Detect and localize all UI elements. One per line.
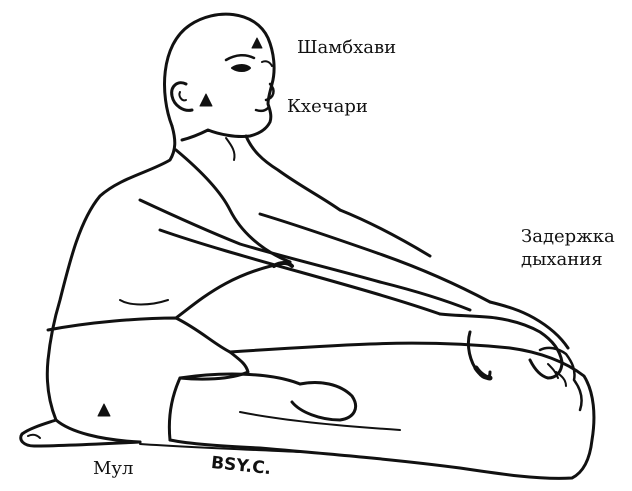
shambhavi-marker-icon [252, 38, 262, 48]
shorts [48, 318, 248, 440]
eye-brow [226, 55, 254, 60]
khechari-marker-icon [200, 94, 212, 106]
label-breath-retention-line2: дыхания [521, 249, 615, 272]
label-khechari: Кхечари [287, 96, 368, 119]
mul-marker-icon [98, 404, 110, 416]
torso [47, 360, 140, 442]
mouth [256, 108, 268, 111]
head-outline [165, 14, 275, 140]
hands [440, 302, 568, 378]
ear [172, 83, 192, 111]
eye [232, 65, 250, 71]
knee [292, 383, 356, 421]
label-breath-retention-line1: Задержка [521, 226, 615, 249]
label-mul: Мул [93, 458, 133, 481]
label-breath-retention: Задержка дыхания [521, 226, 615, 271]
neck-shoulder [48, 126, 175, 360]
label-shambhavi: Шамбхави [297, 37, 396, 60]
upper-arm-near [140, 200, 470, 310]
